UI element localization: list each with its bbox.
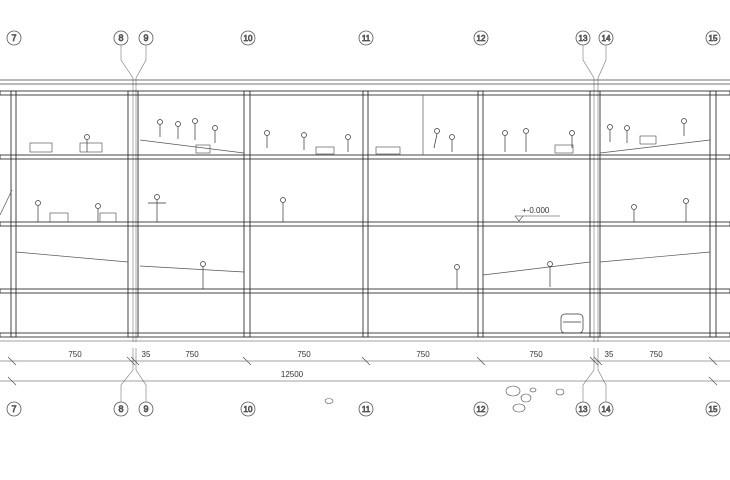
person-figure: [175, 121, 181, 139]
person-figure: [502, 130, 508, 152]
axis-label: 9: [143, 33, 148, 43]
axis-bubble-top-7: 7: [6, 30, 22, 46]
ramps: [0, 95, 711, 276]
columns: [10, 90, 717, 338]
person-figure: [547, 261, 553, 287]
axis-bubble-top-15: 15: [705, 30, 721, 46]
axis-bubble-bottom-13: 13: [575, 401, 591, 417]
axis-bubble-bottom-14: 14: [598, 401, 614, 417]
axis-bubble-bottom-12: 12: [473, 401, 489, 417]
furniture-top-floor: [29, 135, 657, 155]
axis-label: 7: [11, 33, 16, 43]
axis-label: 8: [118, 404, 123, 414]
axis-label: 8: [118, 33, 123, 43]
person-figure: [95, 203, 101, 222]
grid-axes-bottom: 7 8 9 10 11 12 13 14 15: [6, 401, 721, 417]
axis-bubble-bottom-10: 10: [240, 401, 256, 417]
person-figure: [624, 125, 630, 143]
person-figure: [200, 261, 206, 289]
dimension-bay-label: 750: [297, 350, 311, 359]
axis-label: 15: [709, 405, 718, 414]
axis-label: 15: [709, 34, 718, 43]
axis-label: 12: [477, 34, 486, 43]
person-figure: [569, 130, 575, 148]
furniture-middle-floor: [49, 212, 117, 223]
axis-bubble-bottom-7: 7: [6, 401, 22, 417]
dimension-bay-label: 35: [605, 350, 614, 359]
axis-label: 12: [477, 405, 486, 414]
level-marker-label: +-0.000: [522, 206, 550, 215]
dimension-labels: 750 35 750 750 750 750 35 750 12500: [68, 350, 663, 379]
person-figure: [192, 118, 198, 140]
person-figure: [523, 128, 529, 152]
person-figure: [157, 119, 163, 137]
people-figures: [35, 118, 689, 289]
person-figure: [35, 200, 41, 222]
axis-label: 11: [362, 405, 371, 414]
dimension-bay-label: 35: [142, 350, 151, 359]
person-figure: [433, 128, 440, 149]
axis-label: 13: [579, 405, 588, 414]
dimension-bay-label: 750: [416, 350, 430, 359]
axis-leader-lines: [120, 45, 607, 402]
axis-bubble-bottom-9: 9: [138, 401, 154, 417]
axis-bubble-bottom-15: 15: [705, 401, 721, 417]
axis-label: 14: [602, 405, 611, 414]
axis-label: 7: [11, 404, 16, 414]
person-figure: [345, 134, 351, 152]
axis-label: 9: [143, 404, 148, 414]
dimension-ticks: [7, 356, 718, 386]
axis-label: 11: [362, 34, 371, 43]
axis-bubble-top-10: 10: [240, 30, 256, 46]
level-marker: +-0.000: [514, 206, 560, 222]
person-figure: [280, 197, 286, 222]
grid-axes-top: 7 8 9 10 11 12 13 14 15: [6, 30, 721, 46]
dimension-bay-label: 750: [68, 350, 82, 359]
axis-bubble-top-12: 12: [473, 30, 489, 46]
axis-bubble-top-11: 11: [358, 30, 374, 46]
axis-bubble-top-13: 13: [575, 30, 591, 46]
axis-label: 10: [244, 34, 253, 43]
axis-label: 10: [244, 405, 253, 414]
roof-lines: [0, 79, 730, 85]
person-figure: [631, 204, 637, 222]
axis-bubble-top-14: 14: [598, 30, 614, 46]
axis-bubble-bottom-11: 11: [358, 401, 374, 417]
axis-bubble-top-9: 9: [138, 30, 154, 46]
dimension-bay-label: 750: [649, 350, 663, 359]
dimension-bay-label: 750: [529, 350, 543, 359]
person-figure: [148, 194, 166, 222]
dimension-total-label: 12500: [281, 370, 304, 379]
person-figure: [212, 125, 218, 143]
person-figure: [449, 134, 455, 152]
person-figure: [264, 130, 270, 148]
axis-bubble-top-8: 8: [113, 30, 129, 46]
person-figure: [84, 134, 90, 152]
dimension-line: [0, 340, 730, 386]
axis-label: 13: [579, 34, 588, 43]
person-figure: [681, 118, 687, 136]
floor-slabs: [0, 90, 730, 338]
rocks-decoration: [324, 385, 565, 413]
dimension-bay-label: 750: [185, 350, 199, 359]
axis-bubble-bottom-8: 8: [113, 401, 129, 417]
person-figure: [454, 264, 460, 289]
axis-label: 14: [602, 34, 611, 43]
car-icon: [560, 313, 584, 334]
person-figure: [301, 132, 307, 150]
person-figure: [683, 198, 689, 222]
person-figure: [607, 124, 613, 142]
